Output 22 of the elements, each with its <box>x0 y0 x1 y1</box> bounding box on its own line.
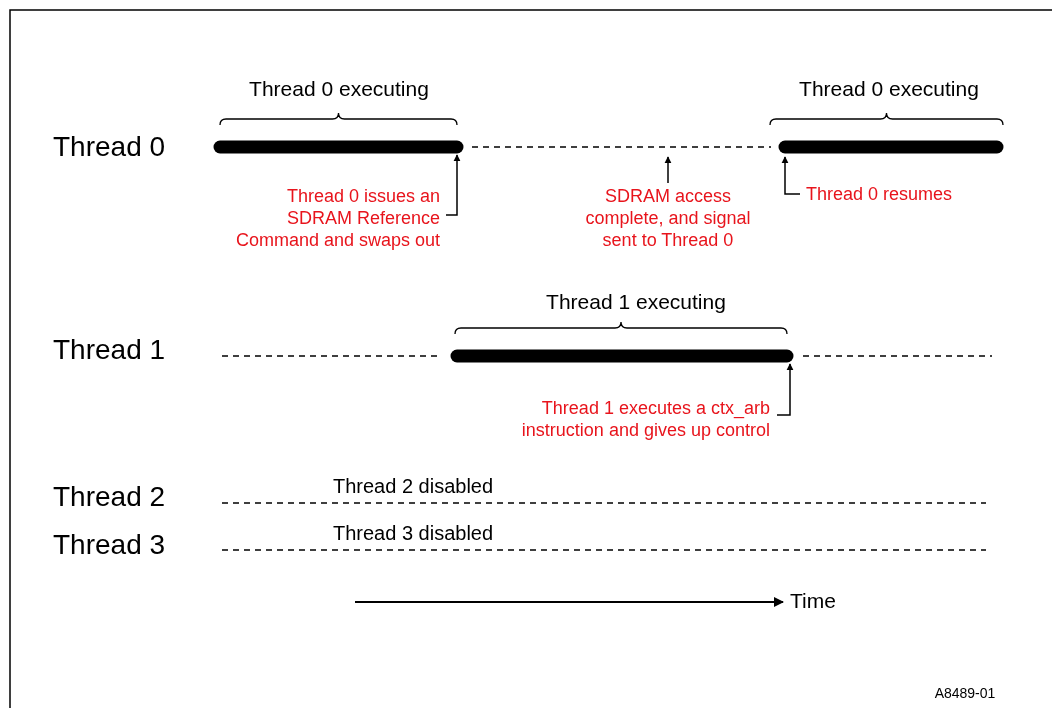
leader-line <box>664 156 672 184</box>
annotation-text: SDRAM access complete, and signal sent to Thread 0 <box>573 185 763 251</box>
leader-line <box>445 154 461 216</box>
annotation-text: Thread 0 resumes <box>806 183 1006 205</box>
leader-line <box>776 363 794 416</box>
state-label: Thread 3 disabled <box>333 521 494 545</box>
row-label: Thread 2 <box>53 480 166 514</box>
axis-label: Time <box>790 588 836 614</box>
state-label: Thread 2 disabled <box>333 474 494 498</box>
bracket-label: Thread 0 executing <box>799 76 979 102</box>
row-label: Thread 0 <box>53 130 166 164</box>
annotation-text: Thread 0 issues an SDRAM Reference Command and swaps out <box>225 185 440 251</box>
annotation-text: Thread 1 executes a ctx_arb instruction and gives up control <box>470 397 770 441</box>
thread-bar <box>778 140 1004 154</box>
bracket-label: Thread 1 executing <box>546 289 726 315</box>
bracket-label: Thread 0 executing <box>249 76 429 102</box>
figure-id: A8489-01 <box>934 684 996 702</box>
row-label: Thread 3 <box>53 528 166 562</box>
thread-bar <box>213 140 464 154</box>
row-label: Thread 1 <box>53 333 166 367</box>
thread-bar <box>450 349 794 363</box>
leader-line <box>781 156 801 195</box>
